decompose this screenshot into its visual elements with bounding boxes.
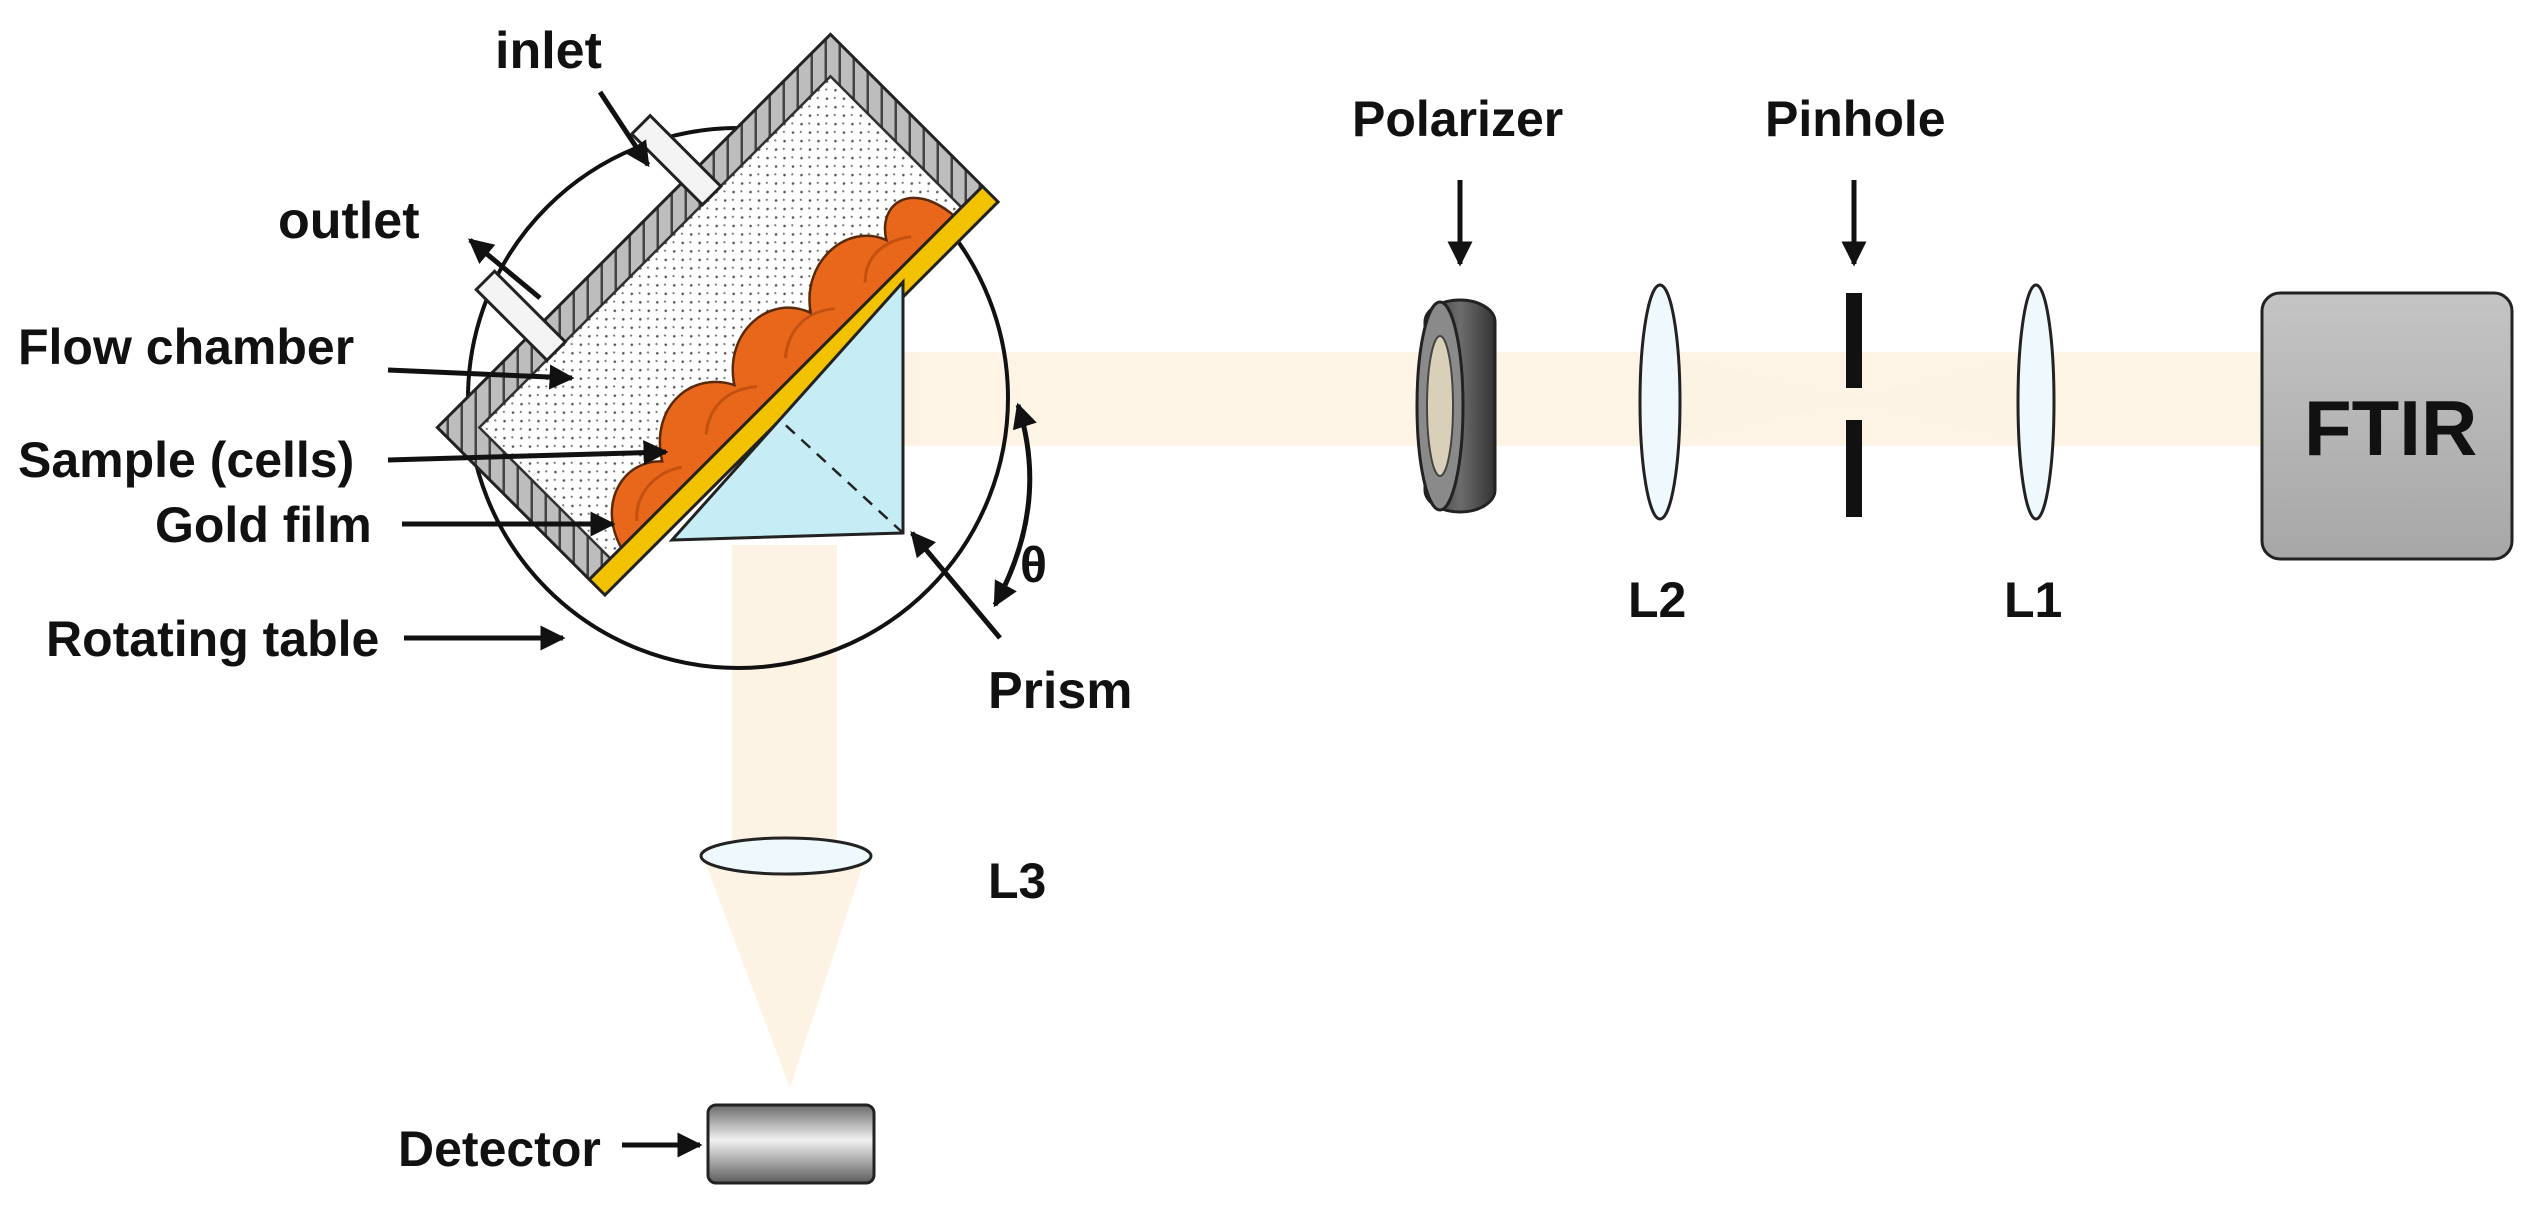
outlet-arrow [468,238,542,300]
theta-label: θ [1020,537,1047,593]
flow-chamber [435,32,1001,598]
polarizer[interactable] [1415,298,1497,514]
ftir-box[interactable] [2260,291,2514,561]
pinhole [1846,293,1862,517]
prism [668,278,905,542]
flow-chamber-arrow [387,364,575,390]
prism-arrow [910,531,1002,640]
detector-box[interactable] [706,1103,876,1185]
l3-label: L3 [988,853,1046,909]
lens-l2[interactable] [1638,283,1682,521]
polarizer-label: Polarizer [1352,91,1563,147]
prism-label: Prism [988,662,1133,720]
rotating-table-label: Rotating table [46,611,379,667]
inlet-tube[interactable] [629,113,723,207]
sample-arrow [387,440,669,466]
lens-l1[interactable] [2016,283,2056,521]
sample-label: Sample (cells) [18,432,354,488]
theta-rotation-arrow [992,402,1037,608]
pinhole-label: Pinhole [1765,91,1946,147]
detector-label: Detector [398,1121,601,1177]
l2-label: L2 [1628,572,1686,628]
l1-label: L1 [2004,572,2062,628]
inlet-label: inlet [495,22,602,80]
lens-l3[interactable] [699,836,873,876]
gold-film-label: Gold film [155,497,372,553]
outlet-label: outlet [278,192,420,250]
flow-chamber-label: Flow chamber [18,319,354,375]
pointer-arrows [387,90,1867,1158]
prism-normal-dashed [779,419,904,534]
inlet-arrow [597,90,651,168]
outlet-tube[interactable] [474,269,568,363]
ftir-label: FTIR [2304,384,2477,472]
